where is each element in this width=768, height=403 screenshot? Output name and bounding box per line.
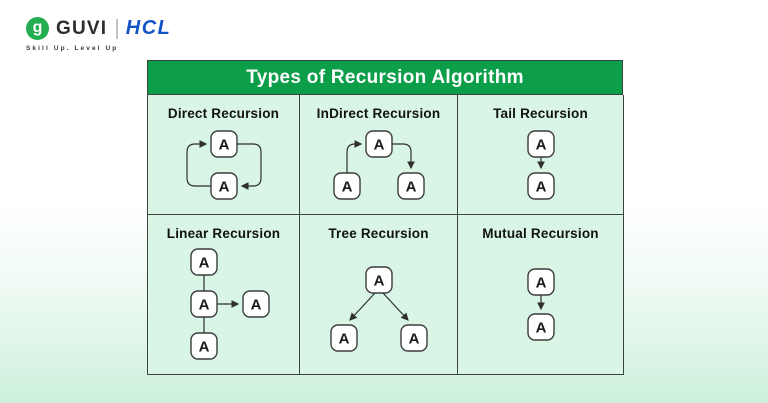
arrow-down-left [348, 292, 375, 321]
node-label: A [338, 331, 349, 348]
recursion-node [396, 172, 425, 200]
node-label: A [535, 320, 546, 337]
guvi-brand-text: GUVI [56, 17, 108, 39]
direct-recursion-diagram: A A [185, 130, 262, 200]
mutual-recursion-diagram: A A [526, 268, 555, 341]
node-label: A [218, 179, 229, 196]
recursion-node [209, 172, 238, 200]
hcl-logo-text: HCL [125, 17, 172, 39]
recursion-node [189, 332, 218, 360]
cell-title-tree: Tree Recursion [328, 226, 429, 241]
cell-title-mutual: Mutual Recursion [482, 226, 599, 241]
node-label: A [535, 137, 546, 154]
linear-recursion-diagram: A A A A [189, 248, 270, 360]
node-label: A [218, 137, 229, 154]
node-label: A [198, 255, 209, 272]
recursion-node [526, 172, 555, 200]
cell-title-tail: Tail Recursion [493, 106, 588, 121]
recursion-node [526, 268, 555, 296]
node-label: A [198, 297, 209, 314]
cell-linear-recursion: Linear Recursion A A A A [148, 215, 300, 375]
recursion-node [526, 313, 555, 341]
recursion-node [329, 324, 358, 352]
cell-tree-recursion: Tree Recursion A A A [300, 215, 458, 375]
cell-tail-recursion: Tail Recursion A A [458, 95, 624, 215]
cell-title-indirect: InDirect Recursion [316, 106, 441, 121]
cell-title-linear: Linear Recursion [166, 226, 281, 241]
cell-direct-recursion: Direct Recursion A A [148, 95, 300, 215]
logo-row: g GUVI HCL [26, 17, 171, 40]
recursion-node [364, 266, 393, 294]
tail-recursion-diagram: A A [526, 130, 555, 200]
indirect-recursion-diagram: A A A [332, 130, 425, 200]
node-label: A [408, 331, 419, 348]
node-label: A [535, 275, 546, 292]
cell-title-direct: Direct Recursion [167, 106, 280, 121]
arrow-direct-loop-left [185, 140, 211, 187]
node-label: A [405, 179, 416, 196]
node-label: A [535, 179, 546, 196]
table-grid: Direct Recursion A A InDirect Recursion [147, 95, 624, 375]
node-label: A [341, 179, 352, 196]
logo: g GUVI HCL Skill Up. Level Up [26, 17, 171, 52]
node-label: A [373, 273, 384, 290]
recursion-node [241, 290, 270, 318]
node-label: A [373, 137, 384, 154]
cell-indirect-recursion: InDirect Recursion A A A [300, 95, 458, 215]
recursion-node [364, 130, 393, 158]
cell-mutual-recursion: Mutual Recursion A A [458, 215, 624, 375]
recursion-node [209, 130, 238, 158]
arrow-up-into-top-node [345, 140, 362, 173]
arrow-down-right [382, 292, 409, 321]
recursion-node [526, 130, 555, 158]
node-label: A [198, 339, 209, 356]
recursion-node [332, 172, 361, 200]
recursion-node [399, 324, 428, 352]
guvi-logo-icon: g [26, 17, 49, 40]
arrow-down-into-right-node [391, 143, 415, 170]
arrow-direct-loop-right [236, 143, 262, 190]
recursion-node [189, 248, 218, 276]
recursion-node [189, 290, 218, 318]
logo-tagline: Skill Up. Level Up [26, 45, 119, 52]
logo-divider [116, 18, 118, 39]
node-label: A [250, 297, 261, 314]
table-title: Types of Recursion Algorithm [147, 60, 623, 95]
tree-recursion-diagram: A A A [329, 266, 428, 352]
recursion-types-table: Types of Recursion Algorithm Direct Recu… [147, 60, 624, 375]
